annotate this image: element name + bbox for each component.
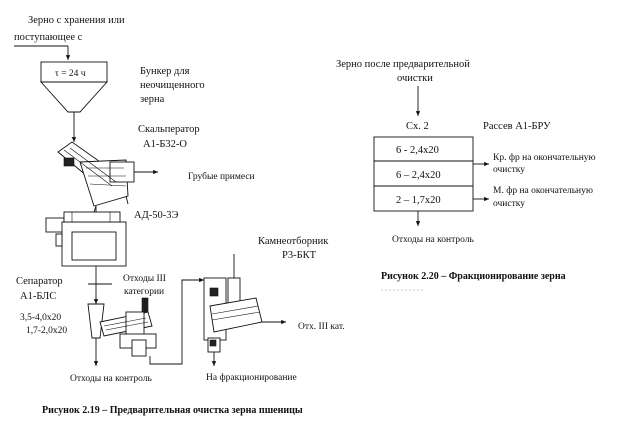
source-label-line2: поступающее с	[14, 32, 83, 43]
figure-2-20: Зерно после предварительной очистки Сх. …	[336, 59, 596, 291]
input-label-line2: очистки	[397, 73, 433, 84]
large-fraction-label-line1: Кр. фр на окончательную	[493, 152, 596, 163]
scalper-label-line1: Скальператор	[138, 124, 200, 135]
sieve-label-2: 1,7-2,0х20	[26, 326, 67, 336]
figure-2-19: Зерно с хранения или поступающее с τ = 2…	[14, 15, 345, 416]
bunker-hopper	[39, 61, 109, 113]
scalper-label-line2: А1-Б32-О	[143, 139, 187, 150]
input-label-line1: Зерно после предварительной	[336, 59, 470, 70]
rassev-sieve-table	[373, 136, 474, 212]
tau-label: τ = 24 ч	[55, 69, 86, 79]
coarse-impurities-label: Грубые примеси	[188, 171, 255, 182]
sieve-row-1: 6 - 2,4х20	[396, 145, 439, 156]
ad-50-3e-machine	[45, 211, 127, 267]
waste-category-label-line2: категории	[124, 287, 164, 297]
fractionation-label: На фракционирование	[206, 372, 297, 383]
waste-cat3-label: Отх. III кат.	[298, 322, 345, 332]
scheme-label: Сх. 2	[406, 121, 429, 132]
bunker-label-line3: зерна	[140, 94, 165, 105]
stone-separator-label-line2: Р3-БКТ	[282, 250, 317, 261]
ad-label: АД-50-3Э	[134, 210, 178, 221]
bunker-label-line1: Бункер для	[140, 66, 190, 77]
sieve-row-3: 2 – 1,7х20	[396, 195, 441, 206]
figure-2-20-caption: Рисунок 2.20 – Фракционирование зерна	[381, 271, 566, 282]
rassev-label: Рассев А1-БРУ	[483, 121, 551, 132]
sieve-row-2: 6 – 2,4х20	[396, 170, 441, 181]
flow-ad-to-separator	[88, 266, 112, 304]
small-fraction-label-line2: очистку	[493, 199, 525, 209]
small-fraction-label-line1: М. фр на окончательную	[493, 185, 593, 196]
inflow-line	[14, 45, 71, 60]
sieve-label-1: 3,5-4,0х20	[20, 313, 61, 323]
figure-2-19-caption: Рисунок 2.19 – Предварительная очистка з…	[42, 405, 303, 416]
separator-label-line1: Сепаратор	[16, 276, 63, 287]
waste-category-label-line1: Отходы III	[123, 274, 166, 284]
separator-machine	[87, 297, 157, 357]
rassev-control-label: Отходы на контроль	[392, 235, 474, 245]
bunker-label-line2: неочищенного	[140, 80, 205, 91]
separator-label-line2: А1-БЛС	[20, 291, 56, 302]
source-label-line1: Зерно с хранения или	[28, 15, 125, 26]
stone-separator-machine	[203, 254, 263, 353]
flow-separator-to-stone	[149, 277, 204, 365]
large-fraction-label-line2: очистку	[493, 165, 525, 175]
control-waste-label: Отходы на контроль	[70, 374, 152, 384]
scalper-machine	[57, 141, 135, 213]
stone-separator-label-line1: Камнеотборник	[258, 236, 329, 247]
